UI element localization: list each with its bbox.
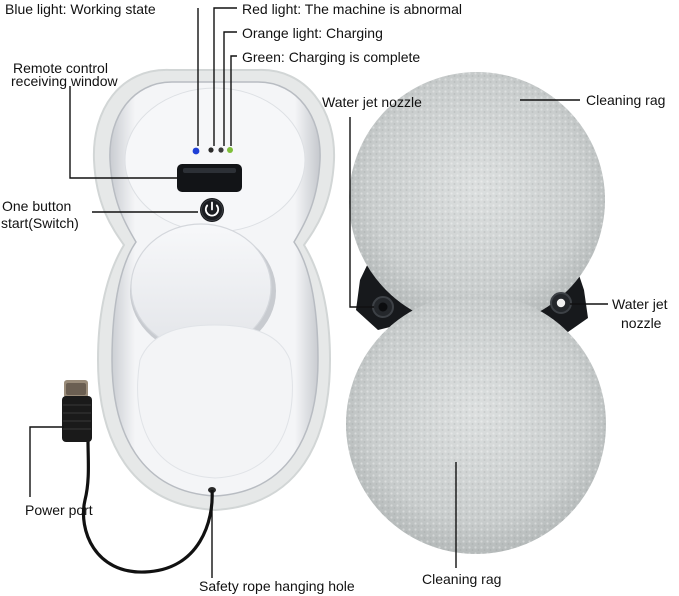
label-red-light: Red light: The machine is abnormal: [242, 1, 462, 17]
red-led-indicator: [208, 147, 214, 153]
label-button-line2: start(Switch): [1, 215, 79, 231]
remote-window-highlight: [183, 168, 236, 173]
label-green-light: Green: Charging is complete: [242, 49, 421, 65]
orange-led-indicator: [218, 147, 224, 153]
power-cable: [81, 439, 214, 574]
power-connector: [62, 380, 92, 442]
left-water-jet-nozzle: [372, 296, 394, 318]
green-led-indicator: [227, 147, 233, 153]
label-blue-light: Blue light: Working state: [5, 1, 156, 17]
label-orange-light: Orange light: Charging: [242, 25, 383, 41]
label-water-jet-left: Water jet nozzle: [322, 94, 422, 110]
label-safety-rope: Safety rope hanging hole: [199, 578, 355, 594]
right-robot-underside: [346, 72, 606, 554]
label-remote-window-line2: receiving window: [11, 73, 118, 89]
leader-water-jet-left: [349, 117, 374, 308]
label-cleaning-rag-bottom: Cleaning rag: [422, 571, 502, 587]
label-cleaning-rag-top: Cleaning rag: [586, 92, 666, 108]
lower-pad-texture: [346, 294, 606, 554]
label-water-jet-right-line2: nozzle: [621, 315, 662, 331]
leader-lines: [29, 7, 608, 578]
blue-led-indicator: [192, 147, 200, 155]
leader-orange-light: [223, 31, 237, 146]
bottom-face-panel: [137, 324, 293, 479]
label-water-jet-right-line1: Water jet: [612, 296, 668, 312]
label-button-line1: One button: [2, 198, 72, 214]
right-water-jet-nozzle: [550, 292, 572, 314]
leader-red-light: [213, 7, 237, 146]
left-robot: [62, 68, 336, 574]
leader-power-port: [29, 426, 64, 497]
label-remote-window-line1: Remote control: [13, 60, 108, 76]
upper-pad-texture: [349, 72, 605, 328]
leader-remote-window: [69, 86, 177, 179]
power-button[interactable]: [200, 198, 224, 222]
label-power-port: Power port: [25, 502, 93, 518]
power-icon: [204, 204, 220, 217]
leader-green-light: [230, 55, 237, 146]
